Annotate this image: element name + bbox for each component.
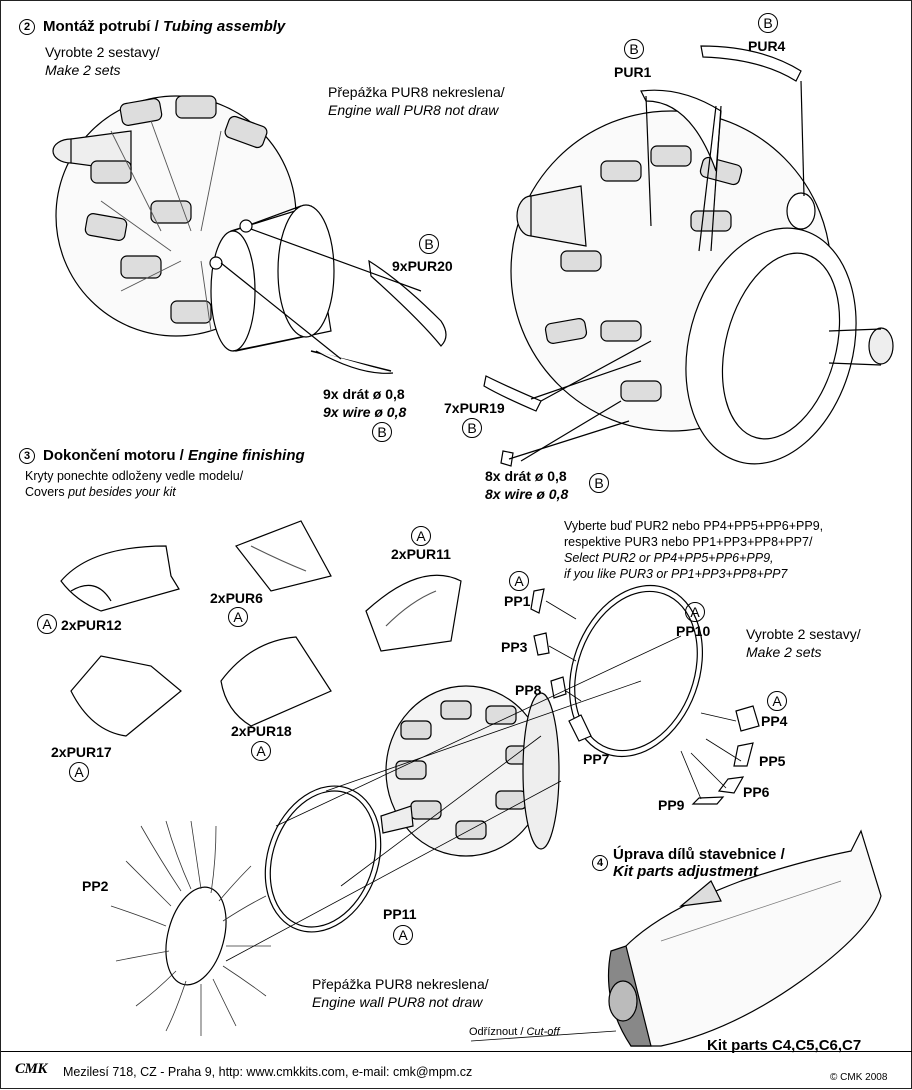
section-2-note1-cz: Vyrobte 2 sestavy/ — [45, 44, 160, 60]
radial-engine-right — [483, 45, 894, 467]
label-pp5: PP5 — [759, 753, 786, 769]
sheet-a-marker: A — [69, 762, 89, 782]
label-8xwire-en: 8x wire ø 0,8 — [485, 486, 569, 502]
section-2-note2-en: Engine wall PUR8 not draw — [328, 102, 499, 118]
label-wire-cz: 9x drát ø 0,8 — [323, 386, 405, 402]
footer-copyright: © CMK 2008 — [830, 1072, 888, 1083]
cmk-logo: CMK — [15, 1061, 47, 1077]
section-2-note2-cz: Přepážka PUR8 nekreslena/ — [328, 84, 505, 100]
section-4-title-en: Kit parts adjustment — [613, 863, 759, 880]
sheet-a-marker: A — [685, 602, 705, 622]
note-en-prefix: Covers — [25, 485, 69, 499]
sheet-a-marker: A — [228, 607, 248, 627]
label-pp11: PP11 — [383, 906, 417, 922]
label-pp3: PP3 — [501, 639, 528, 655]
engine-wall-note-en: Engine wall PUR8 not draw — [312, 994, 483, 1010]
sheet-b-marker: B — [419, 234, 439, 254]
sheet-a-marker: A — [251, 741, 271, 761]
kit-parts-label: Kit parts C4,C5,C6,C7 — [707, 1037, 862, 1054]
label-pp1: PP1 — [504, 593, 531, 609]
note-en-italic: put besides your kit — [68, 485, 176, 499]
label-pp8: PP8 — [515, 682, 542, 698]
label-pur17: 2xPUR17 — [51, 744, 112, 760]
cutoff-label: Odříznout / Cut-off — [469, 1026, 560, 1039]
cover-parts — [60, 520, 462, 737]
fuselage-kit-parts — [470, 829, 882, 1047]
label-pp4: PP4 — [761, 713, 788, 729]
sheet-b-marker: B — [758, 13, 778, 33]
label-wire-en: 9x wire ø 0,8 — [323, 404, 407, 420]
select-line-4: if you like PUR3 or PP1+PP3+PP8+PP7 — [564, 567, 788, 581]
engine-assembly-exploded — [110, 584, 760, 1036]
section-2-number: 2 — [19, 19, 35, 35]
select-line-3: Select PUR2 or PP4+PP5+PP6+PP9, — [564, 551, 774, 565]
label-7xpur19: 7xPUR19 — [444, 400, 505, 416]
label-pur12: 2xPUR12 — [61, 617, 122, 633]
footer-divider — [1, 1051, 912, 1052]
make-sets-cz: Vyrobte 2 sestavy/ — [746, 626, 861, 642]
cutoff-en: Cut-off — [526, 1026, 560, 1038]
sheet-a-marker: A — [767, 691, 787, 711]
label-pp10: PP10 — [676, 623, 711, 639]
label-pur4: PUR4 — [748, 38, 786, 54]
sheet-a-marker: A — [411, 526, 431, 546]
label-pp7: PP7 — [583, 751, 610, 767]
section-3-title-cz: Dokončení motoru / — [43, 447, 189, 464]
section-4-number: 4 — [592, 855, 608, 871]
label-pp6: PP6 — [743, 784, 770, 800]
section-2-title-en: Tubing assembly — [162, 18, 286, 35]
section-2-title: Montáž potrubí / Tubing assembly — [43, 18, 285, 35]
section-3-note-en: Covers put besides your kit — [25, 485, 176, 499]
label-pur1: PUR1 — [614, 64, 652, 80]
sheet-b-marker: B — [624, 39, 644, 59]
engine-wall-note-cz: Přepážka PUR8 nekreslena/ — [312, 976, 489, 992]
label-pur6: 2xPUR6 — [210, 590, 263, 606]
sheet-b-marker: B — [372, 422, 392, 442]
label-9xpur20: 9xPUR20 — [392, 258, 453, 274]
section-2-title-cz: Montáž potrubí / — [43, 18, 163, 35]
section-2-note1-en: Make 2 sets — [45, 62, 121, 78]
section-4-title-cz: Úprava dílů stavebnice / — [613, 846, 785, 863]
label-pur11: 2xPUR11 — [391, 546, 451, 562]
cutoff-cz: Odříznout / — [469, 1026, 527, 1038]
sheet-b-marker: B — [462, 418, 482, 438]
sheet-b-marker: B — [589, 473, 609, 493]
select-line-2: respektive PUR3 nebo PP1+PP3+PP8+PP7/ — [564, 535, 813, 549]
sheet-a-marker: A — [37, 614, 57, 634]
section-3-number: 3 — [19, 448, 35, 464]
sheet-a-marker: A — [509, 571, 529, 591]
radial-engine-left — [52, 95, 447, 374]
make-sets-en: Make 2 sets — [746, 644, 822, 660]
label-pur18: 2xPUR18 — [231, 723, 292, 739]
section-3-title: Dokončení motoru / Engine finishing — [43, 447, 305, 464]
sheet-a-marker: A — [393, 925, 413, 945]
section-3-note-cz: Kryty ponechte odloženy vedle modelu/ — [25, 469, 244, 483]
section-3-title-en: Engine finishing — [188, 447, 305, 464]
footer-address: Mezilesí 718, CZ - Praha 9, http: www.cm… — [63, 1065, 473, 1079]
label-pp9: PP9 — [658, 797, 685, 813]
select-line-1: Vyberte buď PUR2 nebo PP4+PP5+PP6+PP9, — [564, 519, 824, 533]
label-pp2: PP2 — [82, 878, 109, 894]
label-8xwire-cz: 8x drát ø 0,8 — [485, 468, 567, 484]
